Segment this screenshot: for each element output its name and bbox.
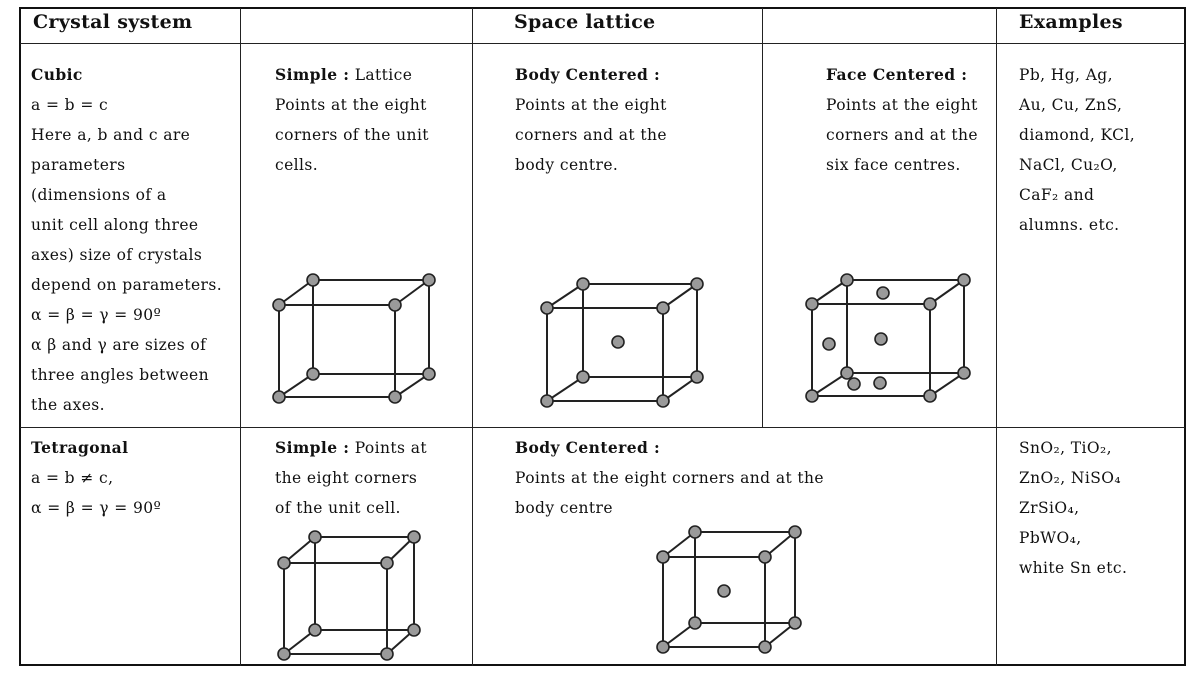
tetragonal-name: Tetragonal [31,438,129,457]
cubic-desc-line: Here a, b and c are [31,126,191,144]
cubic-example-line: CaF₂ and [1019,186,1095,204]
tetragonal-bcc-title: Body Centered : [515,438,661,457]
tetragonal-description: Tetragonal a = b ≠ c, α = β = γ = 90º [31,433,161,523]
col-divider-1 [240,8,241,666]
cubic-desc-line: α β and γ are sizes of [31,336,207,354]
cubic-desc-line: depend on parameters. [31,276,223,294]
cubic-example-line: alumns. etc. [1019,216,1120,234]
cubic-name: Cubic [31,65,83,84]
cubic-simple-text: Simple : Lattice Points at the eight cor… [275,60,429,180]
cubic-example-line: NaCl, Cu₂O, [1019,156,1118,174]
tetragonal-desc-line: α = β = γ = 90º [31,499,162,517]
cubic-bcc-line: corners and at the [515,126,667,144]
cubic-fcc-title: Face Centered : [826,65,968,84]
cubic-desc-line: parameters [31,156,126,174]
cubic-desc-line: (dimensions of a [31,186,167,204]
cubic-example-line: Au, Cu, ZnS, [1019,96,1123,114]
cubic-simple-line: Lattice [354,66,413,84]
cubic-simple-title: Simple : [275,65,350,84]
tetragonal-example-line: ZnO₂, NiSO₄ [1019,469,1121,487]
cubic-example-line: diamond, KCl, [1019,126,1136,144]
cubic-desc-line: a = b = c [31,96,109,114]
cubic-desc-line: three angles between [31,366,209,384]
row-divider [20,427,1185,428]
cubic-simple-line: Points at the eight [275,96,427,114]
cubic-examples: Pb, Hg, Ag, Au, Cu, ZnS, diamond, KCl, N… [1019,60,1135,240]
cubic-desc-line: α = β = γ = 90º [31,306,162,324]
col-divider-2 [472,8,473,666]
cubic-bcc-title: Body Centered : [515,65,661,84]
header-space-lattice: Space lattice [514,11,656,33]
cubic-bcc-line: body centre. [515,156,619,174]
cubic-example-line: Pb, Hg, Ag, [1019,66,1113,84]
col-divider-4 [996,8,997,666]
tetragonal-simple-line: of the unit cell. [275,499,401,517]
tetragonal-example-line: SnO₂, TiO₂, [1019,439,1112,457]
tetragonal-example-line: white Sn etc. [1019,559,1128,577]
cubic-fcc-line: six face centres. [826,156,961,174]
cubic-body-centered-text: Body Centered : Points at the eight corn… [515,60,667,180]
cubic-bcc-line: Points at the eight [515,96,667,114]
tetragonal-examples: SnO₂, TiO₂, ZnO₂, NiSO₄ ZrSiO₄, PbWO₄, w… [1019,433,1127,583]
header-examples: Examples [1019,11,1123,33]
col-divider-3 [762,8,763,428]
cubic-simple-line: cells. [275,156,319,174]
cubic-desc-line: the axes. [31,396,105,414]
tetragonal-bcc-line: body centre [515,499,613,517]
tetragonal-bcc-line: Points at the eight corners and at the [515,469,825,487]
header-divider [20,43,1185,44]
tetragonal-desc-line: a = b ≠ c, [31,469,114,487]
tetragonal-simple-title: Simple : [275,438,350,457]
header-crystal-system: Crystal system [33,11,193,33]
cubic-simple-line: corners of the unit [275,126,429,144]
tetragonal-body-centered-text: Body Centered : Points at the eight corn… [515,433,824,523]
cubic-fcc-line: corners and at the [826,126,978,144]
tetragonal-example-line: PbWO₄, [1019,529,1082,547]
cubic-face-centered-text: Face Centered : Points at the eight corn… [826,60,978,180]
tetragonal-simple-line: Points at [354,439,427,457]
cubic-desc-line: unit cell along three [31,216,199,234]
crystal-table [19,7,1186,666]
cubic-desc-line: axes) size of crystals [31,246,203,264]
cubic-description: Cubic a = b = c Here a, b and c are para… [31,60,222,420]
cubic-fcc-line: Points at the eight [826,96,978,114]
tetragonal-simple-text: Simple : Points at the eight corners of … [275,433,427,523]
tetragonal-simple-line: the eight corners [275,469,418,487]
tetragonal-example-line: ZrSiO₄, [1019,499,1080,517]
